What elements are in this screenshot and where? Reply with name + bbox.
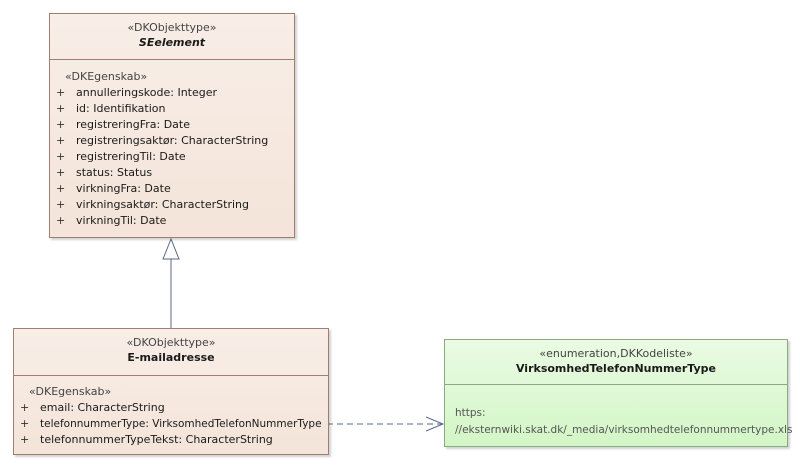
attribute-stereotype: «DKEgenskab» [65,70,148,83]
attribute-row: +registreringsaktør: CharacterString [56,134,269,147]
attribute-row: +telefonnummerTypeTekst: CharacterString [20,433,273,446]
attribute-row: +email: CharacterString [20,401,165,414]
class-header: «DKObjekttype» SEelement [50,14,294,60]
class-stereotype: «DKObjekttype» [127,21,217,34]
attribute-row: +virkningTil: Date [56,214,167,227]
generalization-arrowhead [162,237,180,260]
class-name: E-mailadresse [127,351,215,364]
class-header: «DKObjekttype» E-mailadresse [14,329,328,376]
attribute-row: +registreringFra: Date [56,118,190,131]
attribute-row: +annulleringskode: Integer [56,86,218,99]
enum-body: https: //eksternwiki.skat.dk/_media/virk… [445,385,793,439]
attribute-compartment: «DKEgenskab» +email: CharacterString +te… [14,376,328,448]
class-e-mailadresse[interactable]: «DKObjekttype» E-mailadresse «DKEgenskab… [13,328,329,455]
attribute-row: +virkningFra: Date [56,182,171,195]
class-stereotype: «DKObjekttype» [126,336,216,349]
attribute-row: +virkningsaktør: CharacterString [56,198,249,211]
attribute-row: +id: Identifikation [56,102,166,115]
attribute-row: +telefonnummerType: VirksomhedTelefonNum… [20,417,322,430]
class-name: VirksomhedTelefonNummerType [515,362,717,375]
attribute-compartment: «DKEgenskab» +annulleringskode: Integer … [50,60,294,229]
attribute-stereotype: «DKEgenskab» [29,385,112,398]
enum-body-line: https: [455,407,486,419]
attribute-row: +registreringTil: Date [56,150,186,163]
enum-body-line: //eksternwiki.skat.dk/_media/virksomhedt… [455,424,793,436]
class-header: «enumeration,DKKodeliste» VirksomhedTele… [445,340,787,385]
class-name: SEelement [138,36,206,49]
class-stereotype: «enumeration,DKKodeliste» [539,347,693,360]
dependency-arrowhead [425,416,445,432]
class-seelement[interactable]: «DKObjekttype» SEelement «DKEgenskab» +a… [49,13,295,238]
attribute-row: +status: Status [56,166,153,179]
class-virksomhedtelefonnummertype[interactable]: «enumeration,DKKodeliste» VirksomhedTele… [444,339,793,447]
